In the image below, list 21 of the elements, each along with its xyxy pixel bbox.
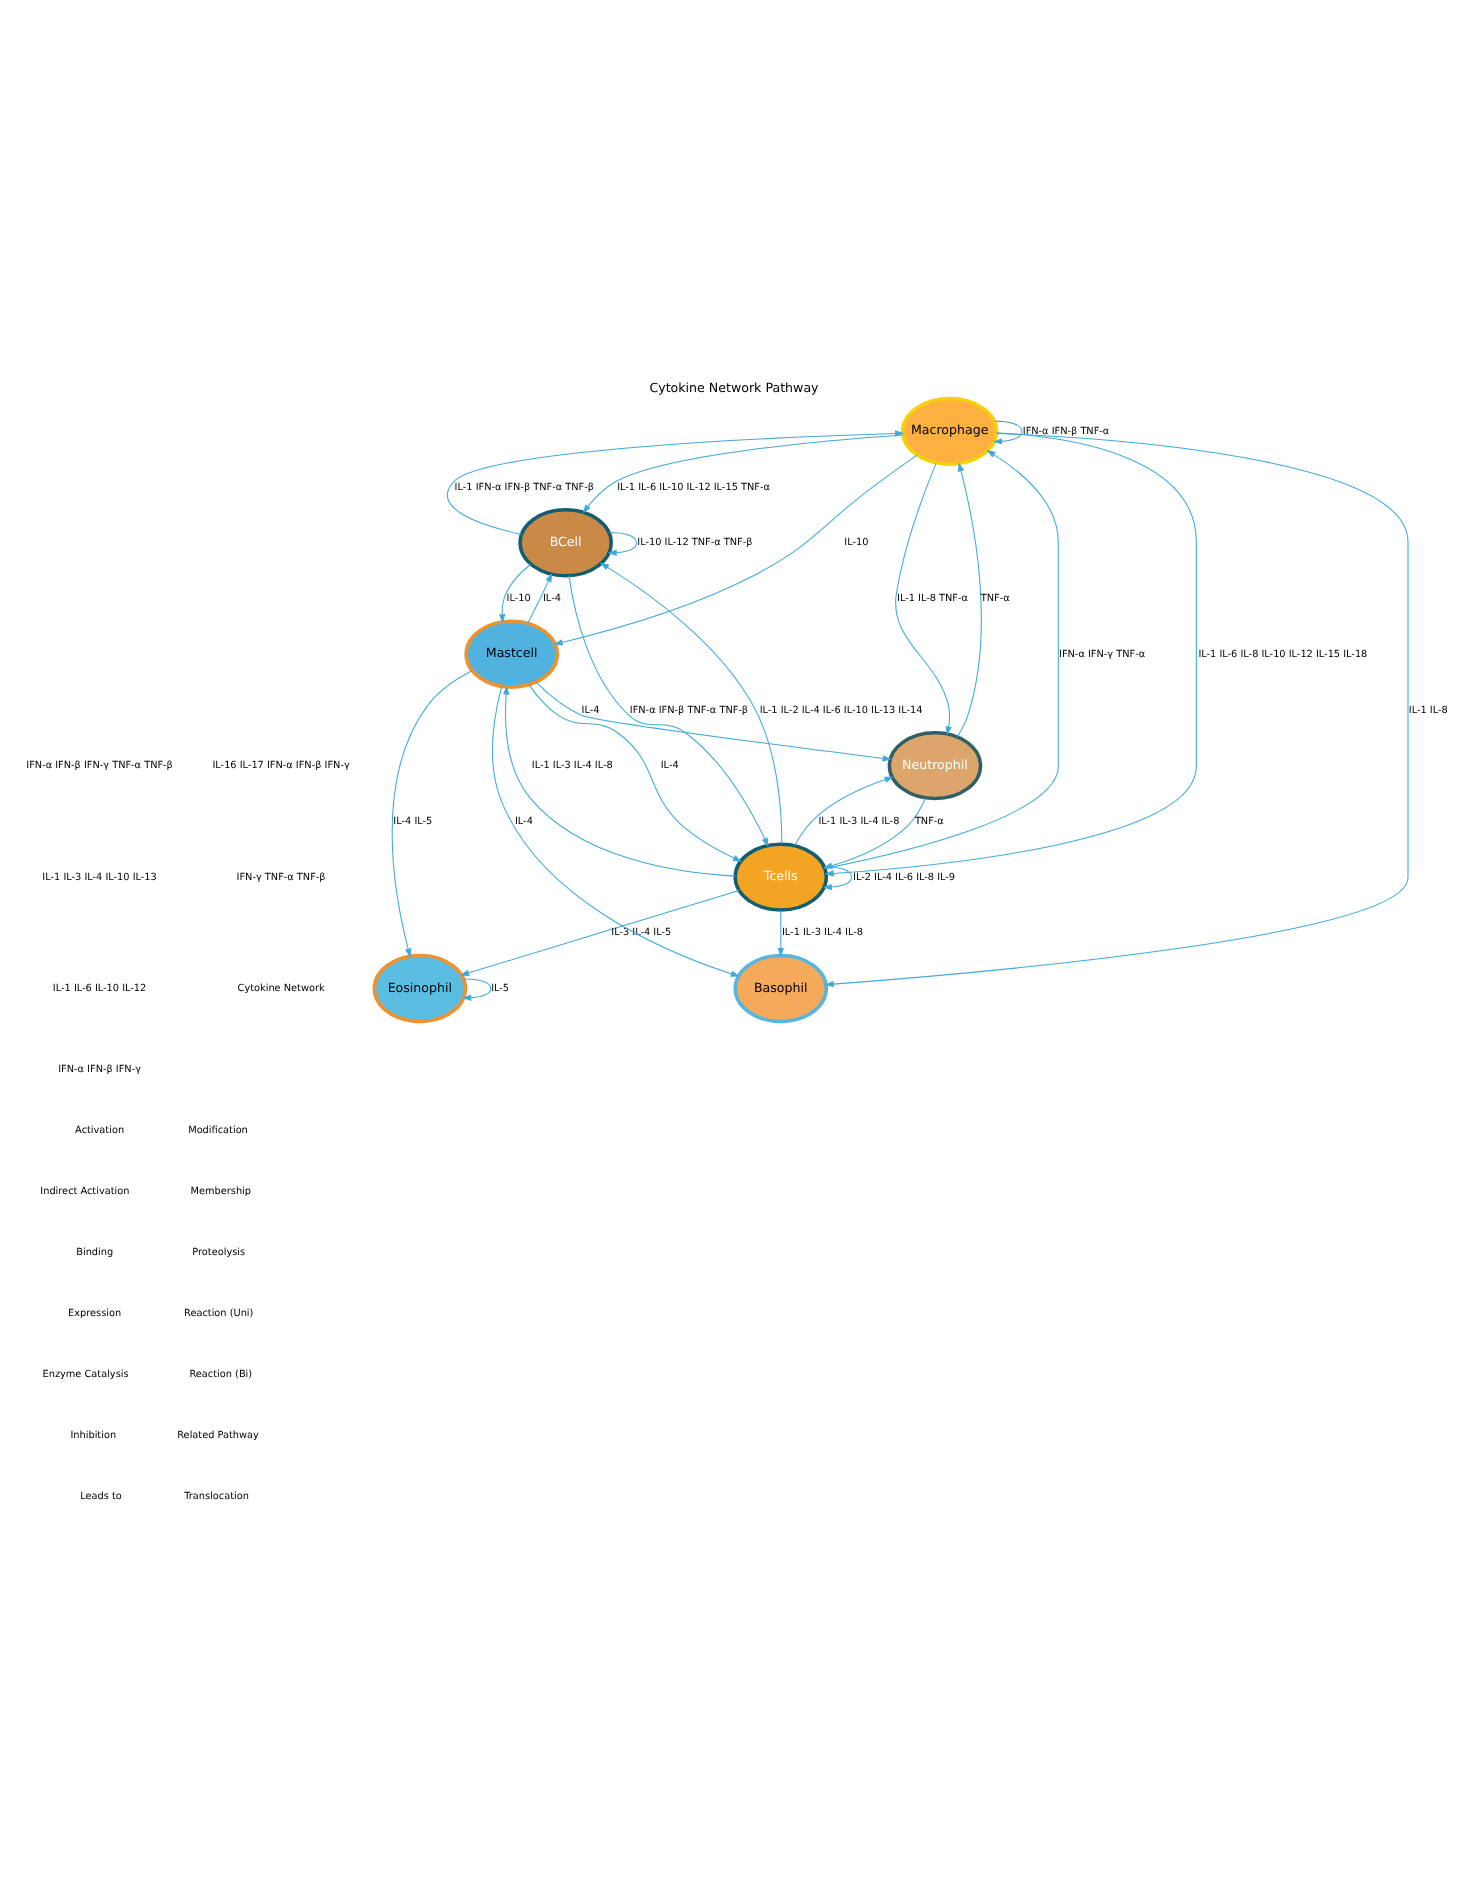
arrow — [582, 433, 904, 513]
arrow — [492, 685, 740, 976]
arrow — [607, 531, 637, 555]
arrow — [895, 461, 952, 735]
arrow — [553, 453, 918, 645]
arrow — [822, 865, 853, 890]
arrow — [599, 561, 783, 844]
arrow — [568, 574, 769, 846]
arrow — [777, 908, 784, 956]
arrow — [528, 683, 743, 861]
arrow — [956, 461, 982, 737]
arrow — [992, 419, 1023, 444]
arrow — [498, 562, 532, 623]
arrow — [446, 429, 905, 534]
arrow — [527, 571, 553, 623]
arrow — [502, 684, 736, 876]
arrow — [460, 888, 740, 975]
arrow — [462, 977, 492, 1000]
arrow — [794, 775, 894, 845]
arrow — [535, 680, 892, 761]
arrow — [391, 669, 473, 957]
